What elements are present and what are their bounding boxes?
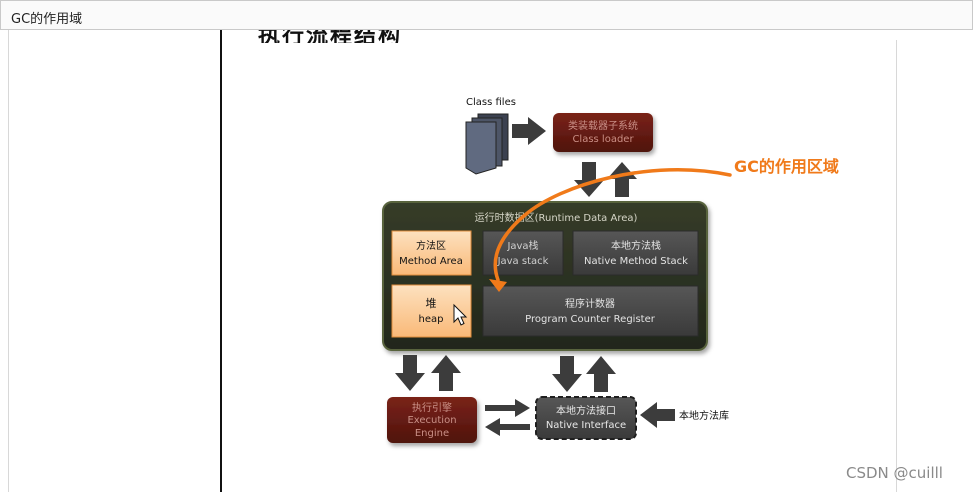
heap-cn: 堆	[426, 297, 437, 310]
class-files-icon	[465, 113, 509, 175]
arrow-up-icon	[586, 356, 616, 392]
section-heading-clipped: 执行流程结构图	[258, 30, 418, 43]
gc-scope-arrow	[489, 168, 732, 292]
arrow-right-icon	[485, 399, 530, 417]
class-files-label: Class files	[466, 97, 516, 108]
execution-engine-en2: Engine	[415, 428, 449, 439]
pc-register-en: Program Counter Register	[525, 314, 656, 325]
arrow-right-icon	[512, 117, 546, 145]
class-loader-box	[553, 113, 653, 152]
execution-engine-en1: Execution	[407, 415, 456, 426]
csdn-watermark: CSDN @cuilll	[846, 464, 943, 482]
gc-scope-label: GC的作用区域	[734, 157, 839, 176]
class-loader-cn: 类装载器子系统	[568, 119, 638, 132]
window-title-bar: GC的作用域	[0, 0, 973, 30]
arrow-left-icon	[640, 402, 675, 428]
java-stack-cn: Java栈	[506, 239, 538, 252]
page-left-border	[220, 30, 222, 492]
method-area-en: Method Area	[399, 256, 463, 267]
arrow-left-icon	[485, 418, 530, 436]
native-library-label: 本地方法库	[679, 409, 729, 422]
execution-engine-box	[387, 397, 477, 443]
pc-register-box	[482, 285, 699, 337]
arrow-up-icon	[431, 355, 461, 391]
arrow-down-icon	[552, 356, 582, 392]
left-margin-divider	[8, 30, 9, 492]
mouse-cursor-icon	[453, 303, 468, 326]
native-interface-box	[535, 396, 637, 440]
section-heading-text: 执行流程结构图	[258, 30, 403, 43]
arrow-down-icon	[574, 162, 604, 197]
class-loader-en: Class loader	[572, 134, 634, 145]
method-area-box	[391, 230, 472, 276]
heap-en: heap	[419, 314, 444, 325]
native-stack-box	[572, 230, 699, 276]
page-right-border	[896, 40, 897, 492]
native-stack-en: Native Method Stack	[584, 256, 688, 267]
window-title: GC的作用域	[11, 12, 83, 27]
runtime-area-title: 运行时数据区(Runtime Data Area)	[475, 211, 638, 224]
native-stack-cn: 本地方法栈	[611, 239, 661, 252]
native-interface-en: Native Interface	[546, 420, 626, 431]
native-interface-cn: 本地方法接口	[556, 404, 616, 417]
arrow-down-icon	[395, 355, 425, 391]
arrow-up-icon	[607, 162, 637, 197]
pc-register-cn: 程序计数器	[565, 297, 615, 310]
method-area-cn: 方法区	[416, 239, 446, 252]
java-stack-en: Java stack	[497, 256, 549, 267]
execution-engine-cn: 执行引擎	[412, 401, 452, 414]
